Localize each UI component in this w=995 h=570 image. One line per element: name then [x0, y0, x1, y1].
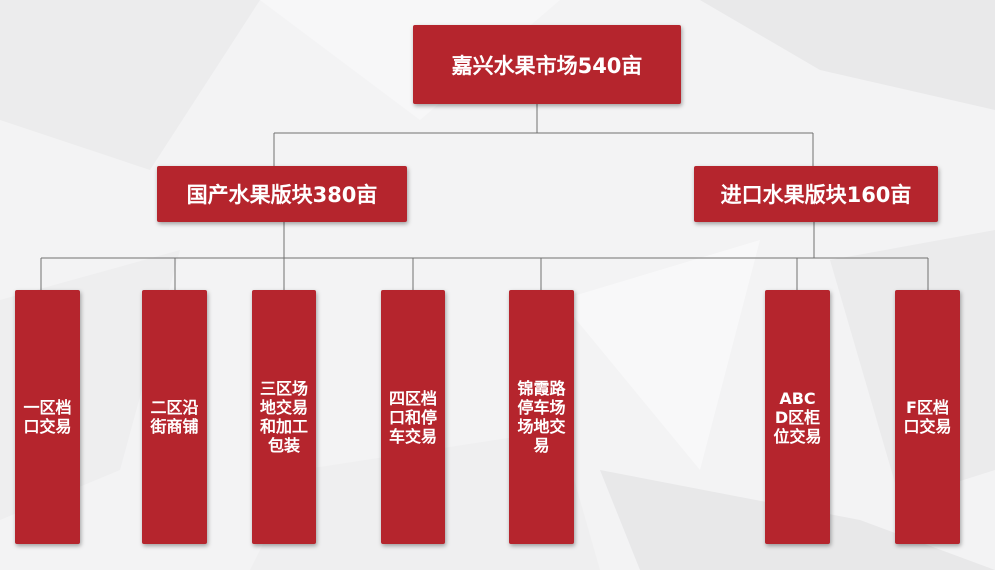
imported-fruit-section-label: 进口水果版块160亩 — [720, 183, 912, 207]
f-zone-stall-node: F区档口交易 — [895, 290, 960, 544]
zone-two-street-shops-node: 二区沿街商铺 — [142, 290, 207, 544]
root-node-label: 嘉兴水果市场540亩 — [451, 53, 643, 78]
zone-four-stall-parking-node: 四区档口和停车交易 — [381, 290, 445, 544]
domestic-fruit-section-label: 国产水果版块380亩 — [186, 183, 378, 207]
root-node: 嘉兴水果市场540亩 — [413, 25, 681, 104]
abcd-zone-counter-node: ABCD区柜位交易 — [765, 290, 830, 544]
f-zone-stall-label: F区档口交易 — [903, 398, 952, 436]
abcd-zone-counter-label: ABCD区柜位交易 — [773, 388, 822, 446]
domestic-fruit-section-node: 国产水果版块380亩 — [157, 166, 407, 222]
zone-three-site-processing-label: 三区场地交易和加工包装 — [260, 379, 309, 455]
zone-two-street-shops-label: 二区沿街商铺 — [150, 398, 199, 436]
jinxia-road-parking-label: 锦霞路停车场场地交易 — [517, 379, 566, 455]
zone-three-site-processing-node: 三区场地交易和加工包装 — [252, 290, 316, 544]
zone-four-stall-parking-label: 四区档口和停车交易 — [389, 388, 438, 446]
imported-fruit-section-node: 进口水果版块160亩 — [694, 166, 938, 222]
zone-one-stall-label: 一区档口交易 — [23, 398, 72, 436]
jinxia-road-parking-node: 锦霞路停车场场地交易 — [509, 290, 574, 544]
zone-one-stall-node: 一区档口交易 — [15, 290, 80, 544]
